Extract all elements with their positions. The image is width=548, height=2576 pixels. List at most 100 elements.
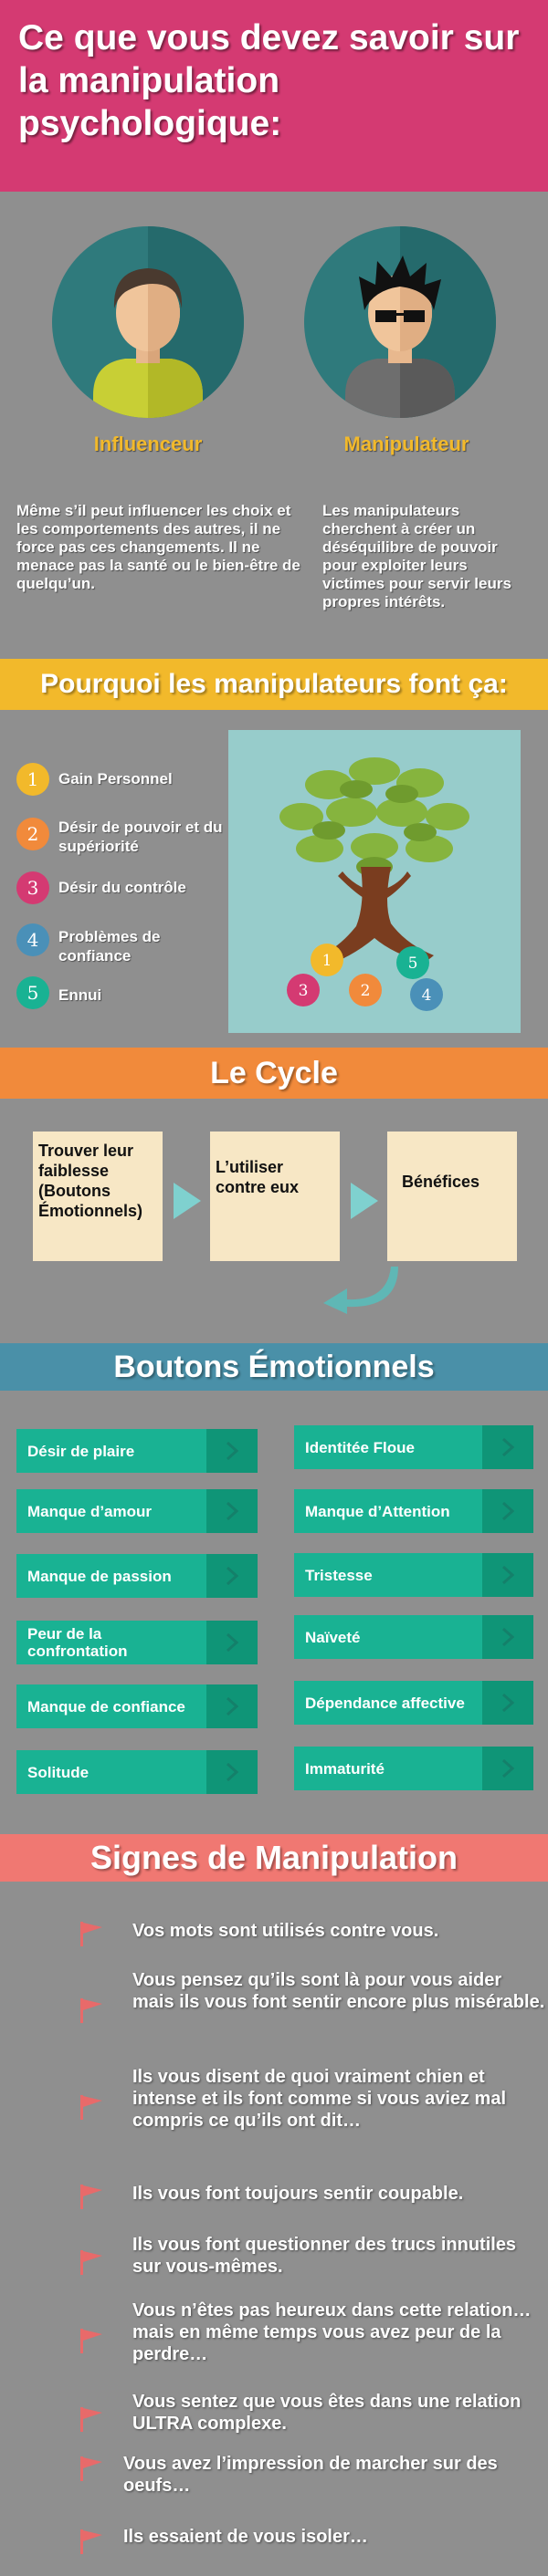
reason-item-2: 2 Désir de pouvoir et du supériorité bbox=[16, 818, 222, 858]
arrow-right-icon bbox=[174, 1183, 201, 1224]
emotional-button-label: Immaturité bbox=[305, 1759, 385, 1778]
cycle-banner: Le Cycle bbox=[0, 1048, 548, 1099]
chevron-right-icon bbox=[206, 1621, 258, 1664]
number-badge: 3 bbox=[16, 871, 49, 904]
emotional-button-label: Tristesse bbox=[305, 1566, 373, 1584]
flag-icon bbox=[80, 2456, 102, 2481]
number-badge: 4 bbox=[16, 923, 49, 956]
reason-item-1: 1 Gain Personnel bbox=[16, 763, 217, 796]
emotional-button-label: Manque de confiance bbox=[27, 1697, 185, 1716]
emotional-button-left-4: Peur de la confrontation bbox=[16, 1621, 258, 1664]
arrow-right-icon bbox=[351, 1183, 378, 1224]
flag-icon bbox=[80, 1998, 102, 2023]
svg-text:5: 5 bbox=[408, 954, 418, 973]
reason-label: Désir de pouvoir et du supériorité bbox=[58, 819, 223, 855]
cycle-title: Le Cycle bbox=[210, 1056, 338, 1090]
svg-text:1: 1 bbox=[322, 952, 332, 970]
emotional-button-label: Manque de passion bbox=[27, 1567, 172, 1585]
chevron-right-icon bbox=[206, 1554, 258, 1598]
emotional-button-left-1: Désir de plaire bbox=[16, 1429, 258, 1473]
sign-item-5: Ils vous font questionner des trucs innu… bbox=[80, 2234, 548, 2283]
sign-item-7: Vous sentez que vous êtes dans une relat… bbox=[80, 2391, 548, 2440]
emotional-button-left-6: Solitude bbox=[16, 1750, 258, 1794]
reasons-banner: Pourquoi les manipulateurs font ça: bbox=[0, 659, 548, 710]
sign-item-4: Ils vous font toujours sentir coupable. bbox=[80, 2183, 548, 2210]
emotional-button-label: Naïveté bbox=[305, 1628, 361, 1646]
svg-text:4: 4 bbox=[422, 986, 432, 1005]
flag-icon bbox=[80, 2407, 102, 2432]
flag-icon bbox=[80, 2329, 102, 2353]
emotional-button-right-5: Dépendance affective bbox=[294, 1681, 533, 1725]
manipulator-description: Les manipulateurs cherchent à créer un d… bbox=[322, 502, 511, 610]
sign-text: Ils essaient de vous isoler… bbox=[123, 2527, 368, 2547]
manipulator-avatar bbox=[304, 226, 496, 418]
reason-item-3: 3 Désir du contrôle bbox=[16, 871, 217, 904]
sign-text: Ils vous font questionner des trucs innu… bbox=[132, 2235, 517, 2277]
emotional-button-right-1: Identitée Floue bbox=[294, 1425, 533, 1469]
signs-banner: Signes de Manipulation bbox=[0, 1834, 548, 1882]
emotional-button-right-3: Tristesse bbox=[294, 1553, 533, 1597]
chevron-right-icon bbox=[206, 1489, 258, 1533]
emotional-button-label: Identitée Floue bbox=[305, 1438, 415, 1456]
reason-item-5: 5 Ennui bbox=[16, 976, 217, 1009]
influencer-description: Même s’il peut influencer les choix et l… bbox=[16, 502, 300, 592]
flag-icon bbox=[80, 2529, 102, 2554]
emotional-buttons-banner: Boutons Émotionnels bbox=[0, 1343, 548, 1391]
emotional-button-label: Désir de plaire bbox=[27, 1442, 135, 1460]
emotional-button-left-3: Manque de passion bbox=[16, 1554, 258, 1598]
number-badge: 5 bbox=[16, 976, 49, 1009]
sign-text: Vous sentez que vous êtes dans une relat… bbox=[132, 2392, 522, 2434]
influencer-avatar bbox=[52, 226, 244, 418]
header-banner bbox=[0, 0, 548, 192]
number-badge: 2 bbox=[16, 818, 49, 850]
emotional-button-label: Manque d’amour bbox=[27, 1502, 153, 1520]
sign-text: Vous n’êtes pas heureux dans cette relat… bbox=[132, 2300, 532, 2364]
emotional-button-label: Dépendance affective bbox=[305, 1694, 465, 1712]
chevron-right-icon bbox=[482, 1747, 533, 1790]
sign-item-8: Vous avez l’impression de marcher sur de… bbox=[80, 2453, 548, 2502]
emotional-button-label: Peur de la confrontation bbox=[27, 1625, 128, 1660]
flag-icon bbox=[80, 1922, 102, 1946]
page-title: Ce que vous devez savoir sur la manipula… bbox=[18, 18, 520, 143]
emotional-buttons-title: Boutons Émotionnels bbox=[113, 1350, 435, 1384]
chevron-right-icon bbox=[206, 1429, 258, 1473]
emotional-button-right-4: Naïveté bbox=[294, 1615, 533, 1659]
sign-text: Ils vous disent de quoi vraiment chien e… bbox=[132, 2067, 507, 2131]
emotional-button-left-2: Manque d’amour bbox=[16, 1489, 258, 1533]
cycle-return-arrow-icon bbox=[311, 1263, 402, 1319]
emotional-button-label: Manque d’Attention bbox=[305, 1502, 450, 1520]
influencer-label: Influenceur bbox=[93, 433, 203, 455]
chevron-right-icon bbox=[482, 1681, 533, 1725]
number-badge: 1 bbox=[16, 763, 49, 796]
emotional-button-left-5: Manque de confiance bbox=[16, 1684, 258, 1728]
flag-icon bbox=[80, 2185, 102, 2209]
reasons-title: Pourquoi les manipulateurs font ça: bbox=[40, 669, 508, 699]
flag-icon bbox=[80, 2095, 102, 2120]
tree-illustration: 1 2 3 4 5 bbox=[228, 730, 521, 1033]
sign-text: Vos mots sont utilisés contre vous. bbox=[132, 1921, 439, 1941]
cycle-step-1: Trouver leur faiblesse (Boutons Émotionn… bbox=[33, 1132, 163, 1261]
chevron-right-icon bbox=[206, 1684, 258, 1728]
sign-item-9: Ils essaient de vous isoler… bbox=[80, 2526, 548, 2554]
sign-text: Ils vous font toujours sentir coupable. bbox=[132, 2184, 464, 2204]
chevron-right-icon bbox=[482, 1553, 533, 1597]
chevron-right-icon bbox=[482, 1615, 533, 1659]
signs-title: Signes de Manipulation bbox=[90, 1839, 458, 1876]
sign-text: Vous pensez qu’ils sont là pour vous aid… bbox=[132, 1970, 545, 2012]
chevron-right-icon bbox=[482, 1425, 533, 1469]
reason-label: Ennui bbox=[58, 986, 102, 1004]
emotional-button-right-6: Immaturité bbox=[294, 1747, 533, 1790]
svg-text:2: 2 bbox=[361, 982, 371, 1000]
sign-item-6: Vous n’êtes pas heureux dans cette relat… bbox=[80, 2300, 548, 2373]
manipulator-label: Manipulateur bbox=[343, 433, 469, 455]
chevron-right-icon bbox=[206, 1750, 258, 1794]
cycle-step-2: L’utiliser contre eux bbox=[210, 1132, 340, 1261]
reason-label: Problèmes de confiance bbox=[58, 928, 161, 965]
svg-text:3: 3 bbox=[299, 982, 309, 1000]
reason-label: Gain Personnel bbox=[58, 770, 173, 787]
sign-text: Vous avez l’impression de marcher sur de… bbox=[123, 2454, 498, 2496]
cycle-step-3: Bénéfices bbox=[387, 1132, 517, 1261]
flag-icon bbox=[80, 2250, 102, 2275]
sign-item-2: Vous pensez qu’ils sont là pour vous aid… bbox=[80, 1969, 548, 2040]
sign-item-3: Ils vous disent de quoi vraiment chien e… bbox=[80, 2066, 548, 2139]
